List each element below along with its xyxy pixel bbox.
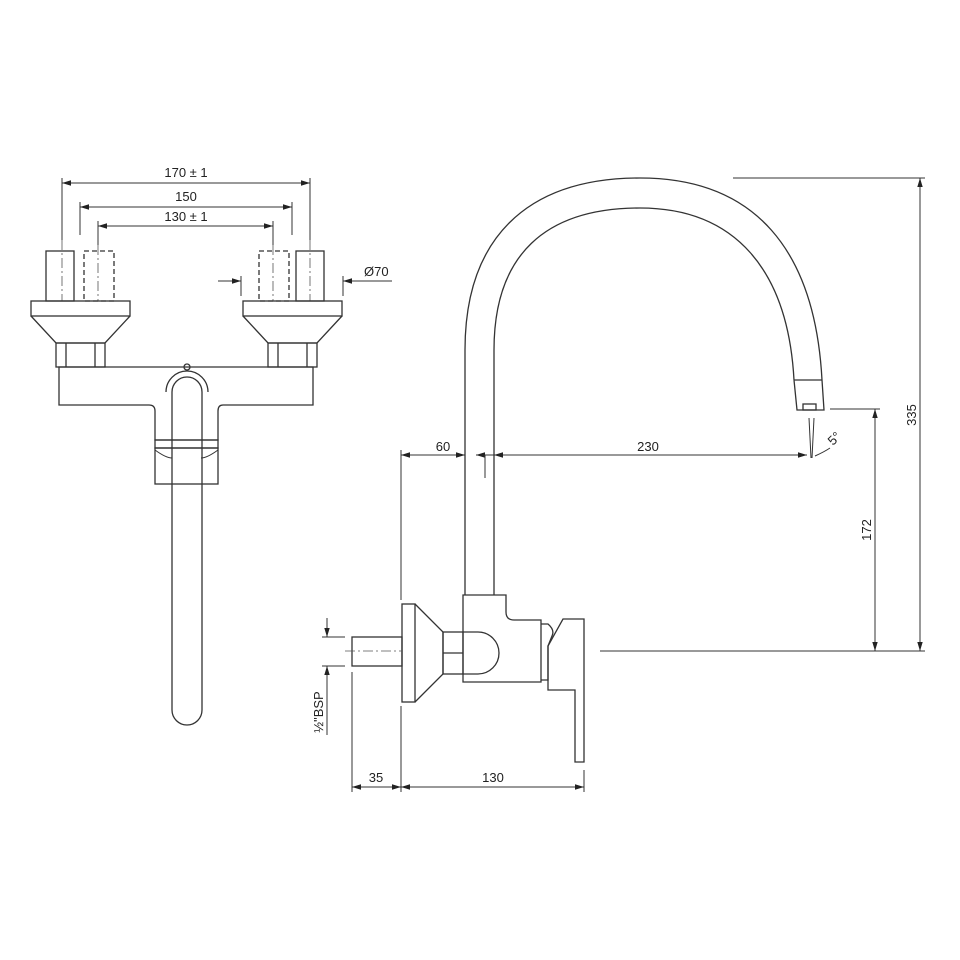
front-view: 170 ± 1 150 130 ± 1 Ø70 (30, 165, 392, 726)
left-inlet (30, 240, 131, 368)
side-spout (464, 177, 825, 595)
side-body (345, 594, 585, 763)
dim-thread-size: ½"BSP (311, 691, 326, 732)
dim-outlet-height: 172 (859, 519, 874, 541)
dim-inner-centers: 130 ± 1 (164, 209, 207, 224)
dim-spout-wall-offset: 60 (436, 439, 450, 454)
dim-outer-centers: 150 (175, 189, 197, 204)
mixer-body (58, 366, 314, 485)
dim-overall-width: 170 ± 1 (164, 165, 207, 180)
dim-flange-diameter: Ø70 (364, 264, 389, 279)
front-spout (165, 363, 209, 726)
dim-body-depth: 130 (482, 770, 504, 785)
side-view: 60 230 5° 335 172 35 130 (311, 177, 925, 792)
right-inlet (242, 240, 343, 368)
dim-spout-reach: 230 (637, 439, 659, 454)
side-dimensions: 60 230 5° 335 172 35 130 (311, 177, 925, 792)
dim-spout-angle: 5° (825, 429, 844, 448)
dim-total-height: 335 (904, 404, 919, 426)
front-dimensions: 170 ± 1 150 130 ± 1 Ø70 (61, 165, 392, 296)
dim-inlet-length: 35 (369, 770, 383, 785)
